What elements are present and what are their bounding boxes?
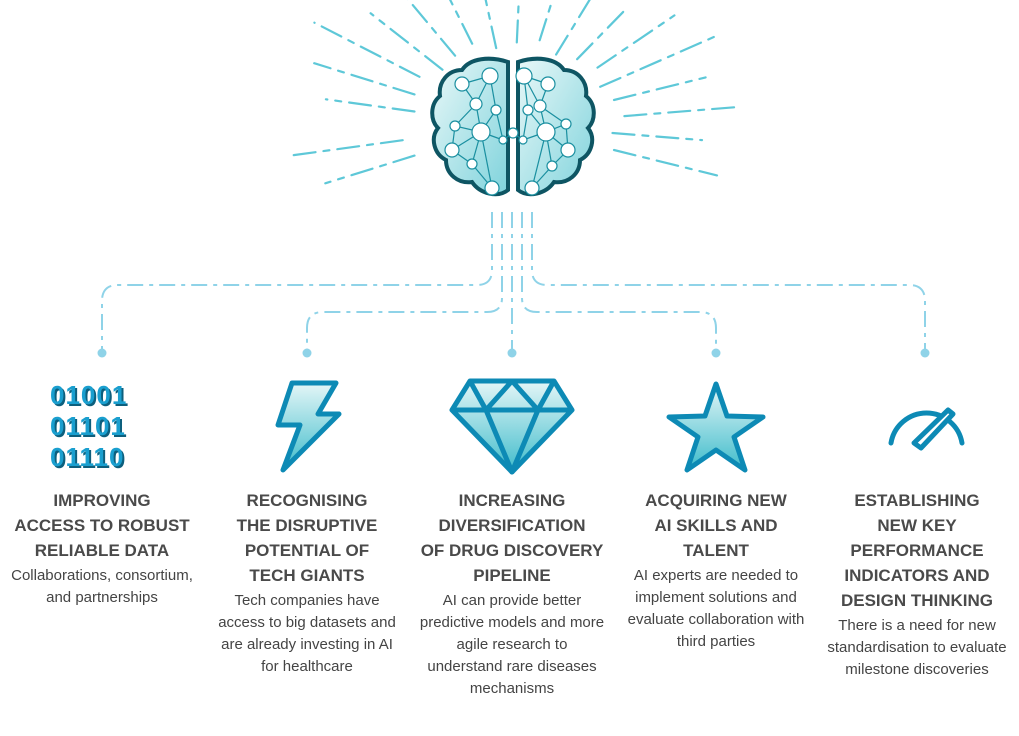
column-ai-skills: ACQUIRING NEW AI SKILLS AND TALENT AI ex… bbox=[614, 488, 818, 653]
brain-network-icon bbox=[430, 56, 596, 197]
column-data: IMPROVING ACCESS TO ROBUST RELIABLE DATA… bbox=[0, 488, 204, 609]
brain-ray bbox=[369, 12, 444, 71]
brain-edge bbox=[531, 131, 547, 189]
brain-ray bbox=[611, 131, 704, 142]
brain-node bbox=[484, 180, 500, 196]
brain-node bbox=[536, 122, 556, 142]
diamond-icon bbox=[449, 378, 575, 475]
brain-node bbox=[449, 120, 461, 132]
brain-ray bbox=[484, 0, 498, 50]
column-description: Tech companies have access to big datase… bbox=[218, 592, 396, 675]
column-title: ESTABLISHING NEW KEY PERFORMANCE INDICAT… bbox=[840, 491, 994, 610]
brain-node bbox=[507, 127, 519, 139]
column-kpis: ESTABLISHING NEW KEY PERFORMANCE INDICAT… bbox=[815, 488, 1019, 681]
binary-line-2: 01101 bbox=[50, 411, 126, 441]
column-tech-giants: RECOGNISING THE DISRUPTIVE POTENTIAL OF … bbox=[205, 488, 409, 678]
gauge-icon bbox=[888, 407, 965, 451]
brain-ray bbox=[324, 98, 416, 113]
lightning-icon bbox=[275, 380, 342, 473]
brain-ray bbox=[623, 105, 739, 118]
brain-ray bbox=[449, 0, 474, 45]
brain-node bbox=[515, 67, 533, 85]
connector-lines bbox=[101, 212, 926, 352]
brain-ray bbox=[538, 0, 554, 42]
binary-line-3: 01110 bbox=[50, 442, 125, 472]
brain-node bbox=[498, 135, 508, 145]
brain-node bbox=[560, 118, 572, 130]
brain-node bbox=[490, 104, 502, 116]
brain-ray bbox=[289, 139, 404, 157]
brain-node bbox=[454, 76, 470, 92]
brain-node bbox=[540, 76, 556, 92]
brain-ray bbox=[599, 32, 722, 88]
brain-ray bbox=[313, 21, 421, 78]
brain-ray bbox=[596, 14, 676, 69]
binary-line-1: 01001 bbox=[50, 380, 128, 410]
brain-node bbox=[471, 122, 491, 142]
brain-ray bbox=[515, 0, 520, 44]
column-description: Collaborations, consortium, and partners… bbox=[11, 567, 193, 606]
column-title: ACQUIRING NEW AI SKILLS AND TALENT bbox=[645, 491, 787, 560]
column-description: AI experts are needed to implement solut… bbox=[627, 567, 805, 650]
brain-ray bbox=[612, 148, 719, 177]
brain-node bbox=[522, 104, 534, 116]
brain-ray bbox=[575, 5, 630, 61]
column-title: IMPROVING ACCESS TO ROBUST RELIABLE DATA bbox=[14, 491, 190, 560]
column-description: There is a need for new standardisation … bbox=[827, 617, 1007, 678]
brain-ray bbox=[612, 76, 707, 102]
brain-ray bbox=[313, 62, 416, 96]
brain-node bbox=[469, 97, 483, 111]
brain-ray bbox=[324, 154, 416, 185]
column-title: INCREASING DIVERSIFICATION OF DRUG DISCO… bbox=[420, 491, 604, 585]
brain-node bbox=[466, 158, 478, 170]
brain-node bbox=[546, 160, 558, 172]
column-description: AI can provide better predictive models … bbox=[419, 592, 605, 697]
brain-ray bbox=[554, 0, 591, 56]
star-icon bbox=[666, 381, 766, 473]
brain-node bbox=[524, 180, 540, 196]
column-title: RECOGNISING THE DISRUPTIVE POTENTIAL OF … bbox=[236, 491, 378, 585]
binary-data-icon: 01001 01101 01110 bbox=[50, 380, 127, 473]
brain-node bbox=[533, 99, 547, 113]
brain-node bbox=[481, 67, 499, 85]
column-drug-discovery: INCREASING DIVERSIFICATION OF DRUG DISCO… bbox=[410, 488, 614, 700]
brain-ray bbox=[407, 0, 457, 57]
brain-node bbox=[444, 142, 460, 158]
brain-network-lines bbox=[444, 67, 576, 196]
connector-dots bbox=[97, 348, 930, 358]
brain-node bbox=[560, 142, 576, 158]
brain-rays bbox=[289, 0, 739, 185]
brain-node bbox=[518, 135, 528, 145]
